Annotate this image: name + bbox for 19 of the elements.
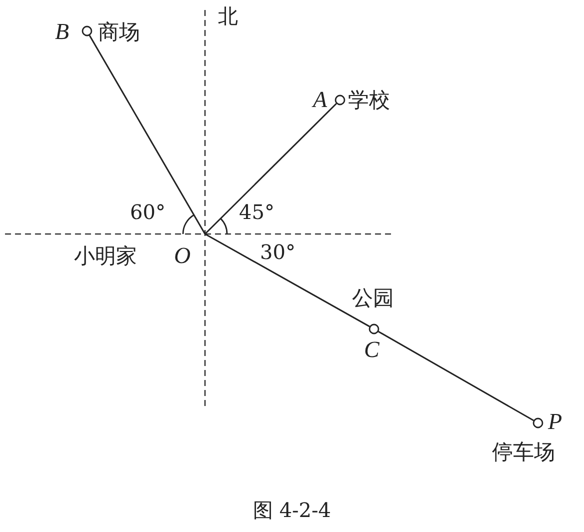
point-letter: A: [313, 88, 328, 112]
connector-line: [204, 102, 337, 235]
point-letter: P: [548, 410, 562, 434]
figure-caption: 图 4-2-4: [252, 498, 332, 522]
angle-label: 60°: [130, 200, 166, 224]
place-name: 停车场: [492, 440, 555, 464]
connector-line: [378, 330, 534, 422]
angle-label: 45°: [239, 200, 274, 224]
connector-line: [88, 34, 206, 234]
point-letter: C: [364, 338, 380, 362]
place-name: 商场: [98, 20, 140, 44]
point-letter: B: [55, 20, 70, 44]
direction-label: 北: [218, 4, 238, 28]
connector-line: [204, 233, 370, 328]
point-letter: O: [174, 244, 191, 268]
place-name: 公园: [352, 286, 394, 310]
place-name: 小明家: [74, 244, 137, 268]
angle-label: 30°: [260, 240, 296, 264]
place-name: 学校: [348, 88, 390, 112]
